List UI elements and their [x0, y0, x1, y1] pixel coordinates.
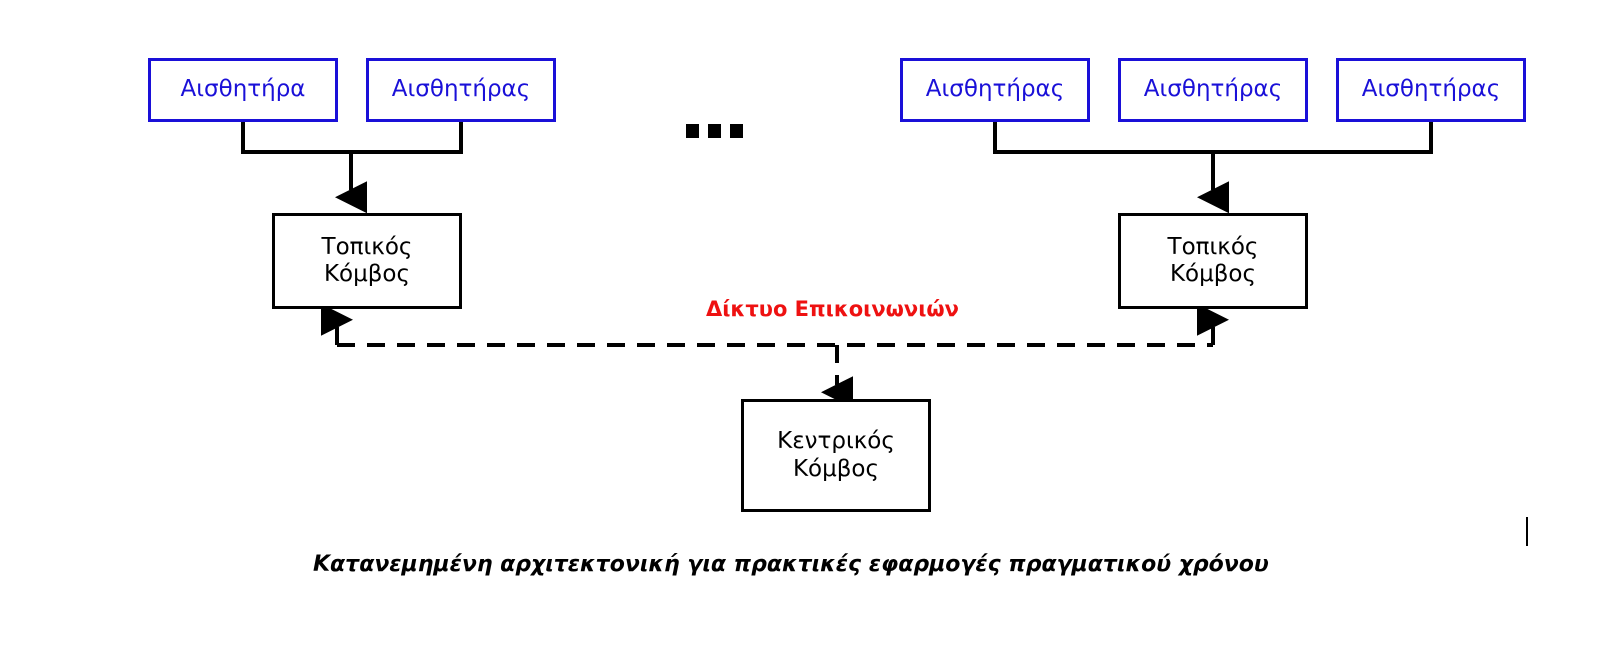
local-node-label-line2: Κόμβος — [323, 261, 411, 287]
figure-caption: Κατανεμημένη αρχιτεκτονική για πρακτικές… — [313, 552, 1269, 577]
sensor-box-left-1[interactable]: Αισθητήρα — [148, 58, 338, 122]
sensor-box-right-2[interactable]: Αισθητήρας — [1118, 58, 1308, 122]
central-node-label-line1: Κεντρικός — [777, 428, 895, 455]
ellipsis-dot — [686, 124, 699, 138]
sensor-box-right-3[interactable]: Αισθητήρας — [1336, 58, 1526, 122]
local-node-label-line2: Κόμβος — [1169, 261, 1257, 287]
sensor-box-left-2[interactable]: Αισθητήρας — [366, 58, 556, 122]
sensor-label: Αισθητήρας — [391, 76, 531, 103]
sensor-label: Αισθητήρας — [925, 76, 1065, 103]
local-node-left[interactable]: Τοπικός Κόμβος — [272, 213, 462, 309]
central-node-label-line2: Κόμβος — [792, 455, 880, 482]
sensor-label: Αισθητήρας — [1361, 76, 1501, 103]
ellipsis-dot — [708, 124, 721, 138]
local-node-label-line1: Τοπικός — [321, 233, 413, 260]
communication-network-bus — [321, 303, 1229, 409]
sensor-label: Αισθητήρα — [180, 76, 306, 103]
sensor-box-right-1[interactable]: Αισθητήρας — [900, 58, 1090, 122]
edge-tick-mark — [1526, 517, 1528, 546]
local-node-right[interactable]: Τοπικός Κόμβος — [1118, 213, 1308, 309]
network-label: Δίκτυο Επικοινωνιών — [706, 297, 959, 321]
right-sensor-bus — [993, 122, 1433, 214]
central-node[interactable]: Κεντρικός Κόμβος — [741, 399, 931, 512]
local-node-label-line1: Τοπικός — [1167, 233, 1259, 260]
left-sensor-bus — [241, 122, 463, 214]
ellipsis-icon — [686, 124, 743, 138]
ellipsis-dot — [730, 124, 743, 138]
sensor-label: Αισθητήρας — [1143, 76, 1283, 103]
